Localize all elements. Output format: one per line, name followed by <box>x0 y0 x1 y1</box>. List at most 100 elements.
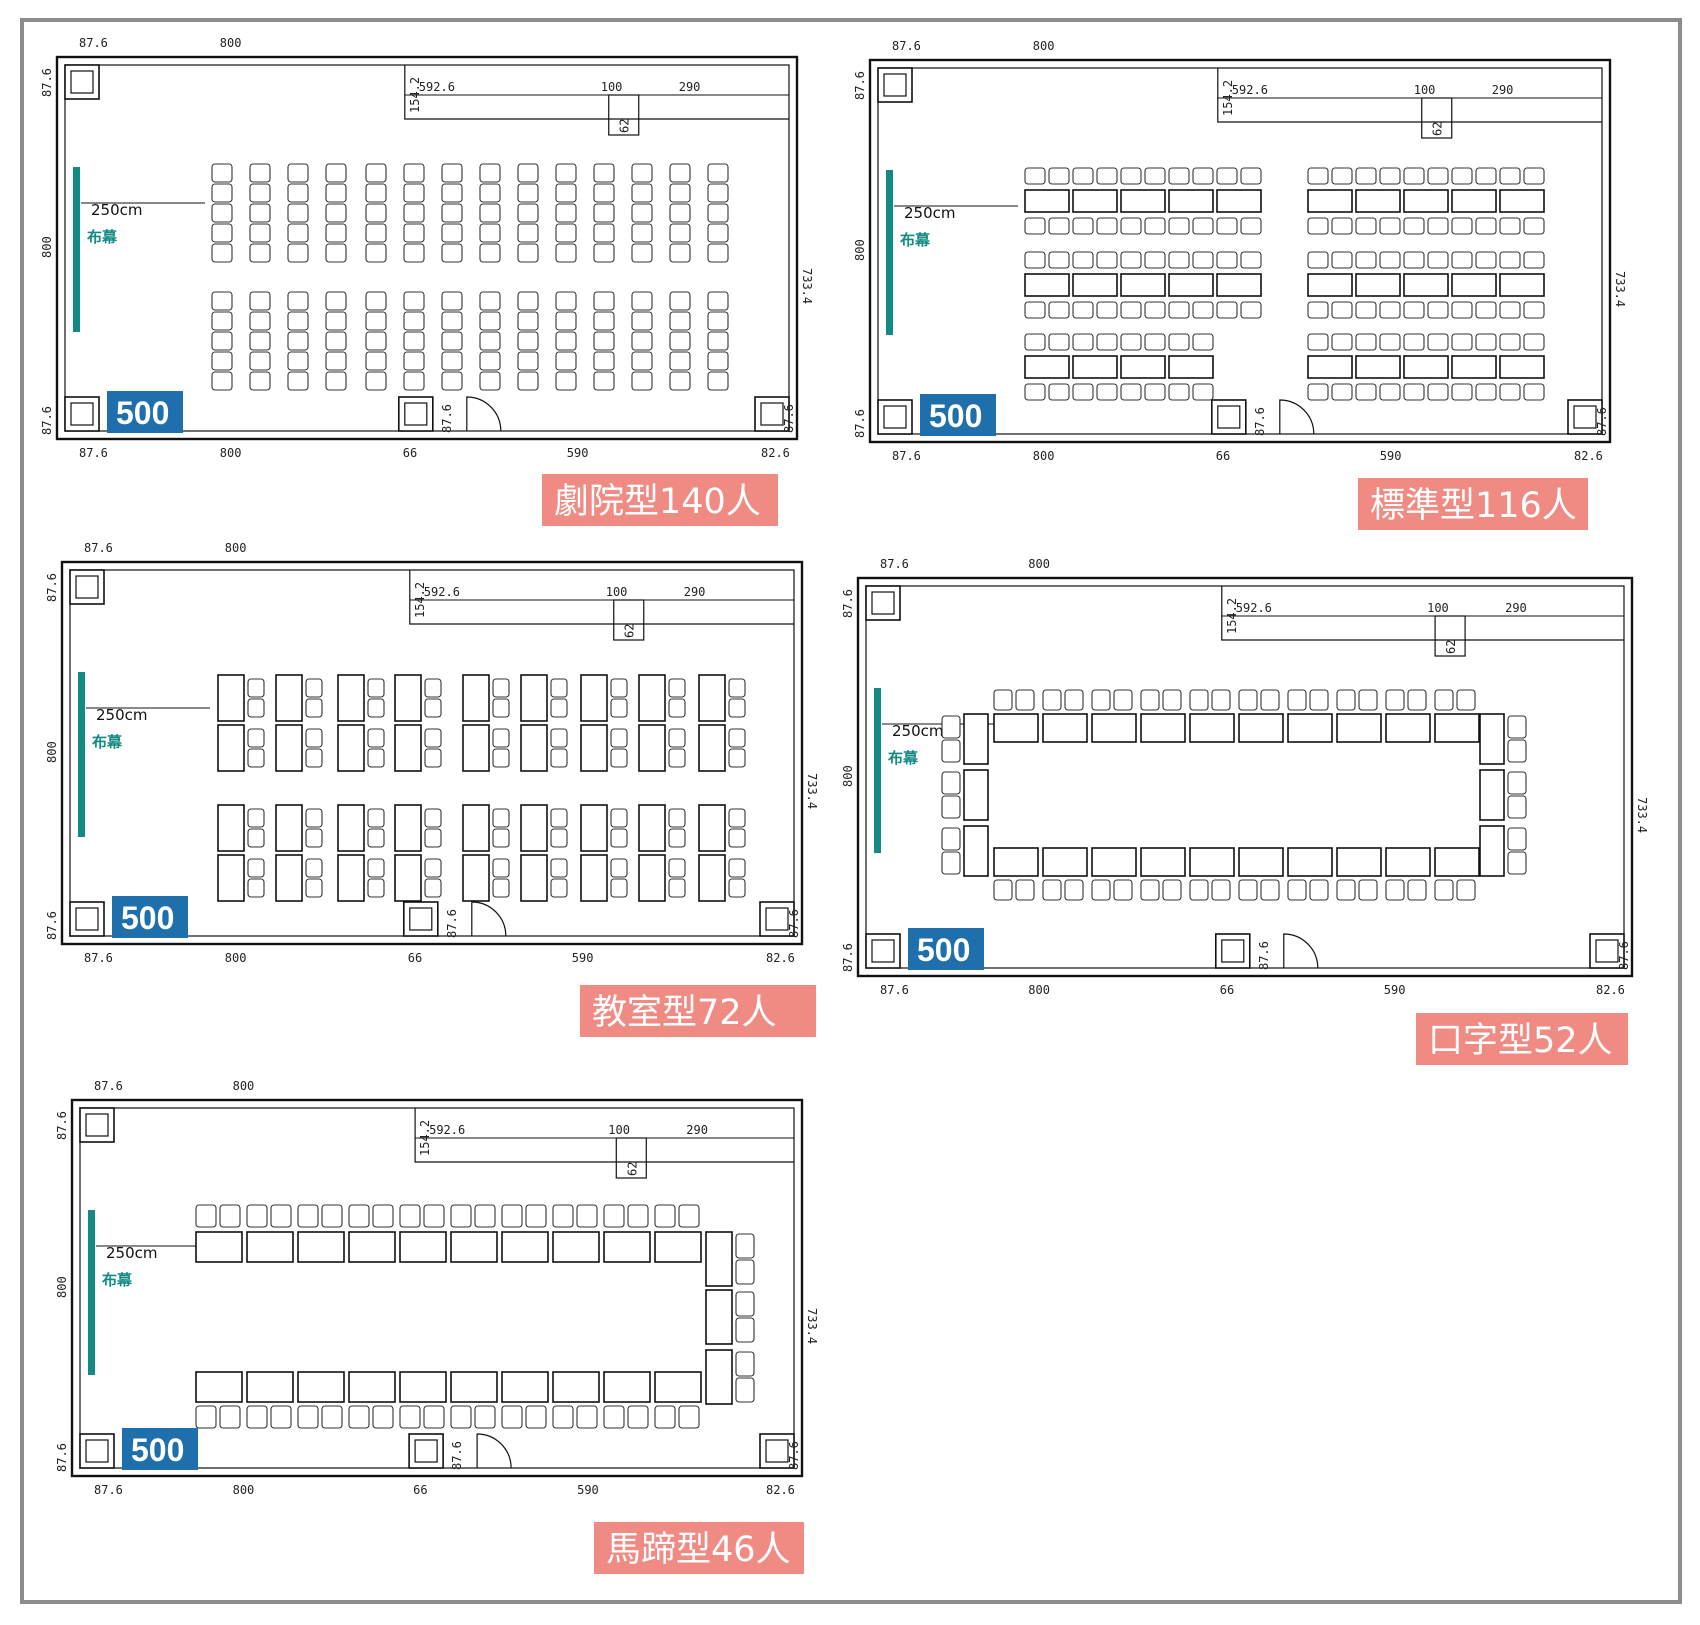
chair <box>365 183 387 203</box>
dimension-label: 154.2 <box>408 77 422 113</box>
table <box>520 804 548 852</box>
chair <box>517 163 539 183</box>
chair <box>941 715 961 739</box>
table <box>246 1231 294 1263</box>
chair <box>1238 879 1258 901</box>
chair <box>424 858 442 878</box>
chair <box>1475 217 1497 235</box>
pillar-inner <box>883 405 907 429</box>
chair <box>247 678 265 698</box>
chair <box>1451 383 1473 401</box>
chair <box>1523 251 1545 269</box>
table <box>462 804 490 852</box>
chair <box>492 828 510 848</box>
chair <box>1216 251 1238 269</box>
dimension-label: 82.6 <box>1596 983 1625 997</box>
capacity-caption: 教室型72人 <box>592 993 777 1033</box>
table <box>698 854 726 902</box>
chair <box>287 371 309 391</box>
dimension-label: 592.6 <box>419 80 455 94</box>
table <box>1307 273 1353 297</box>
table <box>654 1231 702 1263</box>
table <box>1091 847 1137 877</box>
chair <box>707 203 729 223</box>
chair <box>1403 251 1425 269</box>
chair <box>1140 879 1160 901</box>
chair <box>367 808 385 828</box>
chair <box>1287 879 1307 901</box>
chair <box>593 371 615 391</box>
chair <box>1475 333 1497 351</box>
table <box>1434 713 1480 743</box>
table <box>1403 189 1449 213</box>
chair <box>1331 383 1353 401</box>
chair <box>728 678 746 698</box>
chair <box>735 1291 755 1317</box>
dimension-label: 87.6 <box>892 449 921 463</box>
chair <box>1507 739 1527 763</box>
dimension-label: 87.6 <box>1595 407 1609 436</box>
table <box>1216 273 1262 297</box>
table <box>1120 355 1166 379</box>
chair <box>1211 879 1231 901</box>
chair <box>669 331 691 351</box>
capacity-caption: 標準型116人 <box>1370 486 1577 526</box>
dimension-label: 87.6 <box>40 68 54 97</box>
chair <box>441 331 463 351</box>
chair <box>1048 167 1070 185</box>
chair <box>1358 879 1378 901</box>
chair <box>941 771 961 795</box>
chair <box>1024 167 1046 185</box>
dimension-label: 590 <box>1380 449 1402 463</box>
chair <box>365 203 387 223</box>
chair <box>1385 689 1405 711</box>
chair <box>517 183 539 203</box>
chair <box>1048 383 1070 401</box>
dimension-label: 87.6 <box>787 909 801 938</box>
table <box>963 769 989 821</box>
notch <box>613 599 645 641</box>
capacity-caption: 馬蹄型46人 <box>606 1530 791 1570</box>
chair <box>1015 689 1035 711</box>
chair <box>1072 167 1094 185</box>
door <box>1283 933 1319 969</box>
chair <box>552 1204 574 1228</box>
chair <box>287 311 309 331</box>
dimension-label: 87.6 <box>841 943 855 972</box>
chair <box>1024 251 1046 269</box>
chair <box>1216 217 1238 235</box>
chair <box>403 331 425 351</box>
dimension-label: 290 <box>1505 601 1527 615</box>
service-strip-wall <box>1217 68 1602 123</box>
chair <box>593 243 615 263</box>
chair <box>247 698 265 718</box>
chair <box>1507 827 1527 851</box>
chair <box>610 858 628 878</box>
pillar-inner <box>404 402 428 426</box>
outer-wall <box>55 55 799 441</box>
dimension-label: 87.6 <box>892 39 921 53</box>
chair <box>325 351 347 371</box>
pillar <box>64 396 100 432</box>
chair <box>1523 333 1545 351</box>
table <box>394 804 422 852</box>
chair <box>297 1405 319 1429</box>
chair <box>1475 167 1497 185</box>
chair <box>367 858 385 878</box>
chair <box>424 698 442 718</box>
dimension-label: 733.4 <box>805 1308 819 1344</box>
chair <box>1048 217 1070 235</box>
chair <box>1192 251 1214 269</box>
chair <box>654 1405 676 1429</box>
pillar-inner <box>75 907 99 931</box>
chair <box>1192 383 1214 401</box>
chair <box>211 243 233 263</box>
table <box>217 674 245 722</box>
chair <box>1456 879 1476 901</box>
pillar-inner <box>409 907 433 931</box>
chair <box>1309 879 1329 901</box>
table <box>638 804 666 852</box>
chair <box>1144 383 1166 401</box>
chair <box>1434 879 1454 901</box>
screen-label: 布幕 <box>888 749 919 767</box>
